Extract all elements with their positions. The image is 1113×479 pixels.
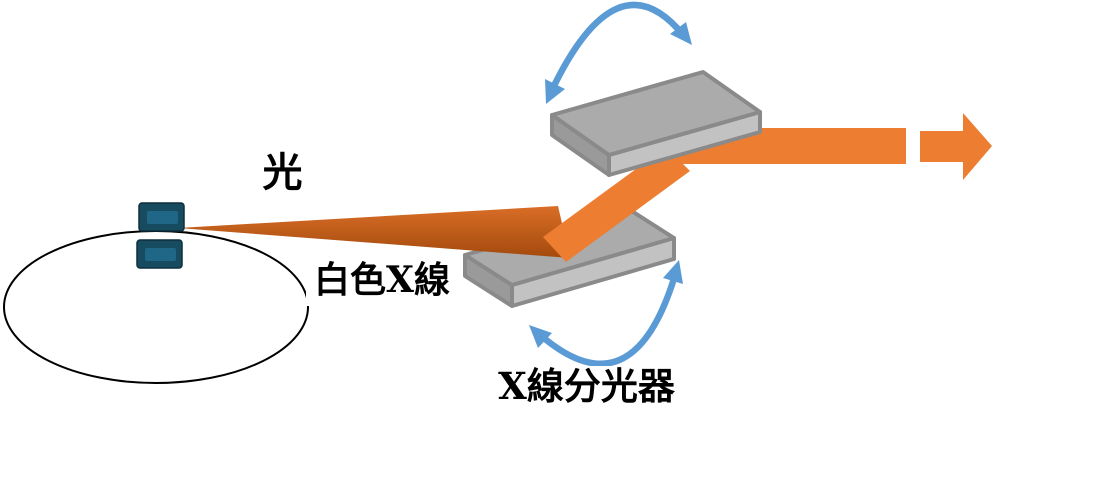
monochromator-crystal-upper bbox=[550, 70, 762, 177]
rotation-arc-bottom bbox=[534, 268, 680, 368]
magnet-bottom-face bbox=[145, 248, 176, 261]
label-light: 光 bbox=[260, 147, 305, 198]
diffracted-beam bbox=[543, 147, 690, 262]
rotation-arrowhead-bottom-right bbox=[663, 260, 683, 284]
rotation-arrowhead-top-right bbox=[670, 22, 692, 45]
label-white-xray: 白色X線 bbox=[306, 253, 458, 306]
crystal-upper-top-face bbox=[550, 70, 762, 157]
rotation-arrow-bottom bbox=[529, 260, 683, 368]
magnet-top-face bbox=[147, 211, 178, 224]
white-xray-beam bbox=[178, 206, 570, 258]
rotation-arrowhead-bottom-left bbox=[529, 325, 552, 348]
rotation-arc-top bbox=[547, 1, 688, 96]
output-beam-arrow bbox=[920, 113, 992, 180]
rotation-arrow-top bbox=[545, 1, 692, 104]
bending-magnet-bottom bbox=[136, 239, 183, 269]
label-monochromator: X線分光器 bbox=[462, 366, 711, 479]
bending-magnet-top bbox=[138, 202, 185, 232]
rotation-arrowhead-top-left bbox=[545, 79, 565, 104]
